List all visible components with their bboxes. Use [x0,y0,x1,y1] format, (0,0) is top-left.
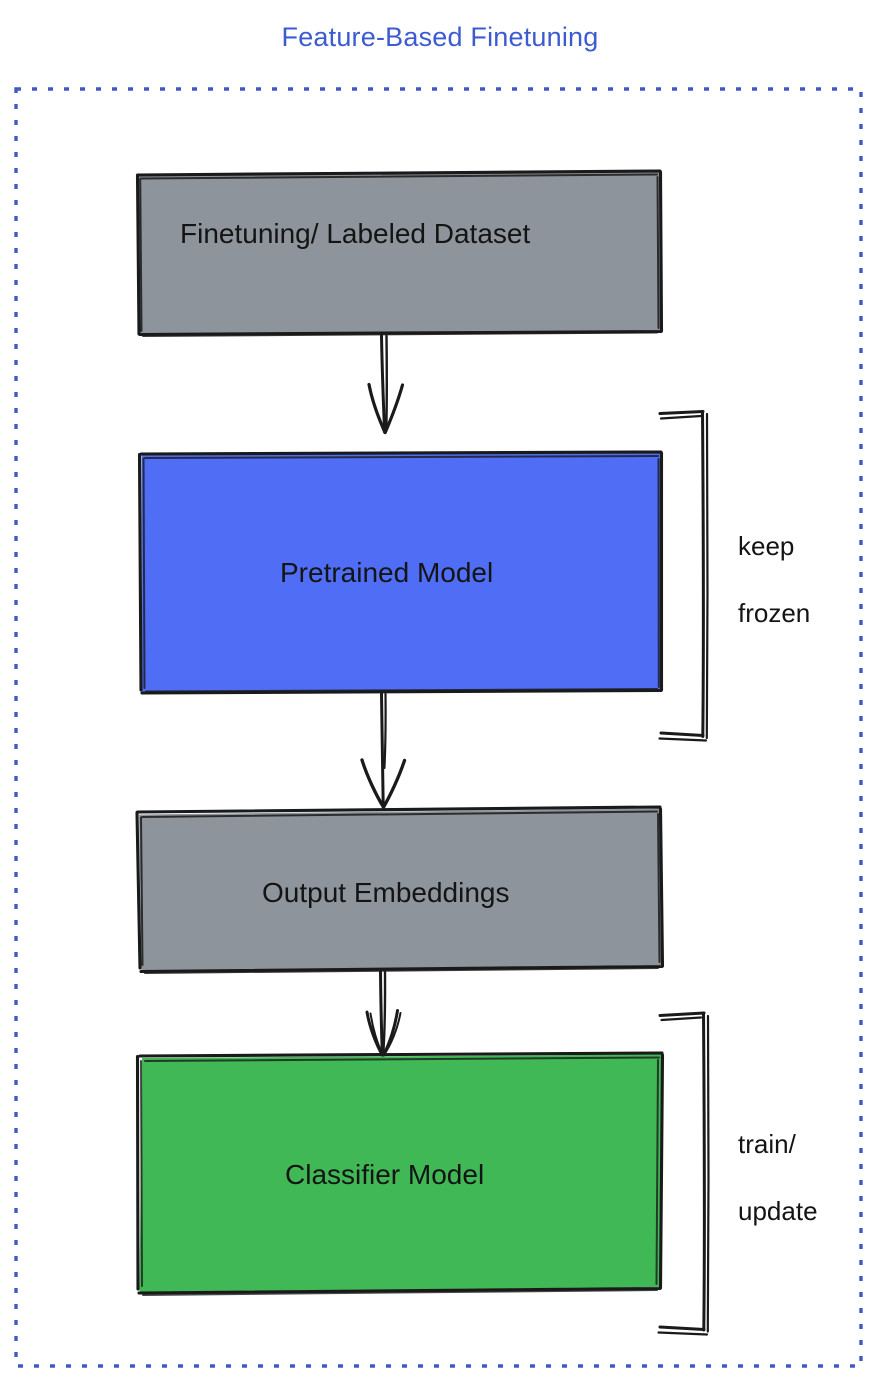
edge-3-arrowhead-right-b [382,1012,402,1057]
node-pretrained-fill [141,452,661,693]
node-classifier-model[interactable] [135,1051,665,1296]
node-classifier-outline-b [140,1056,660,1296]
node-dataset-outline-a [135,169,664,337]
bracket-train-update-spine-a [702,1011,706,1332]
frame-dashed-border [14,87,863,1368]
edge-3-line-a [379,970,384,1057]
node-pretrained-outline-b [142,455,660,693]
bracket-keep-frozen-spine-b [705,412,709,740]
bracket-keep-frozen-bottom-arm-a [659,731,705,737]
node-dataset-fill [137,171,661,335]
bracket-keep-frozen-top-arm-a [658,410,705,415]
node-embeddings-outline-b [140,810,661,974]
annotation-train-update-line-1: train/ [738,1129,796,1160]
edge-2-line-a [380,692,385,808]
node-dataset-outline-b [139,173,660,337]
bracket-keep-frozen-spine-a [701,410,705,738]
edge-embeddings-classifier [365,970,402,1057]
node-classifier-fill [139,1054,662,1292]
edge-1-arrowhead-left [367,382,387,435]
edge-3-arrowhead-left-b [369,1012,384,1057]
bracket-train-update-spine-b [706,1014,710,1333]
node-classifier-model-hitbox[interactable] [137,1053,663,1294]
edge-2-line-b [383,692,387,770]
bracket-keep-frozen-bottom-arm-b [658,737,708,742]
feature-based-finetuning-frame [14,87,863,1368]
annotation-keep-frozen-line-2: frozen [738,597,811,628]
node-pretrained-model-hitbox[interactable] [139,452,662,693]
bracket-train-update [657,1011,710,1336]
edge-1-line-a [380,334,387,434]
node-output-embeddings[interactable] [135,805,665,974]
annotation-keep-frozen-line-1: keep [738,531,795,562]
node-dataset[interactable] [135,169,664,337]
page-title: Feature-Based Finetuning [281,22,599,52]
edge-3-line-b [382,970,387,1056]
bracket-train-update-bottom-arm-b [657,1331,709,1336]
node-dataset-hitbox[interactable] [137,171,661,335]
edge-2-arrowhead-right [381,758,407,809]
edge-1-line-b [385,334,388,433]
edge-1-arrowhead-right [383,383,405,435]
node-embeddings-outline-a [135,805,665,974]
node-embeddings-fill [139,808,662,971]
annotation-train-update-line-2: update [738,1195,818,1226]
edge-pretrained-embeddings [360,692,407,809]
node-classifier-outline-a [135,1051,665,1295]
bracket-keep-frozen-top-arm-b [659,414,703,420]
annotation-train-update: train/ update [738,1095,818,1261]
edge-2-arrowhead-left [360,758,386,809]
node-pretrained-outline-a [137,450,664,695]
node-output-embeddings-hitbox[interactable] [137,807,663,972]
bracket-train-update-top-arm-b [660,1016,703,1022]
node-pretrained-model[interactable] [137,450,664,695]
bracket-train-update-bottom-arm-a [658,1325,706,1331]
edge-dataset-pretrained [367,334,405,435]
bracket-train-update-top-arm-a [658,1011,706,1017]
bracket-keep-frozen [658,410,709,742]
annotation-keep-frozen: keep frozen [738,497,810,663]
